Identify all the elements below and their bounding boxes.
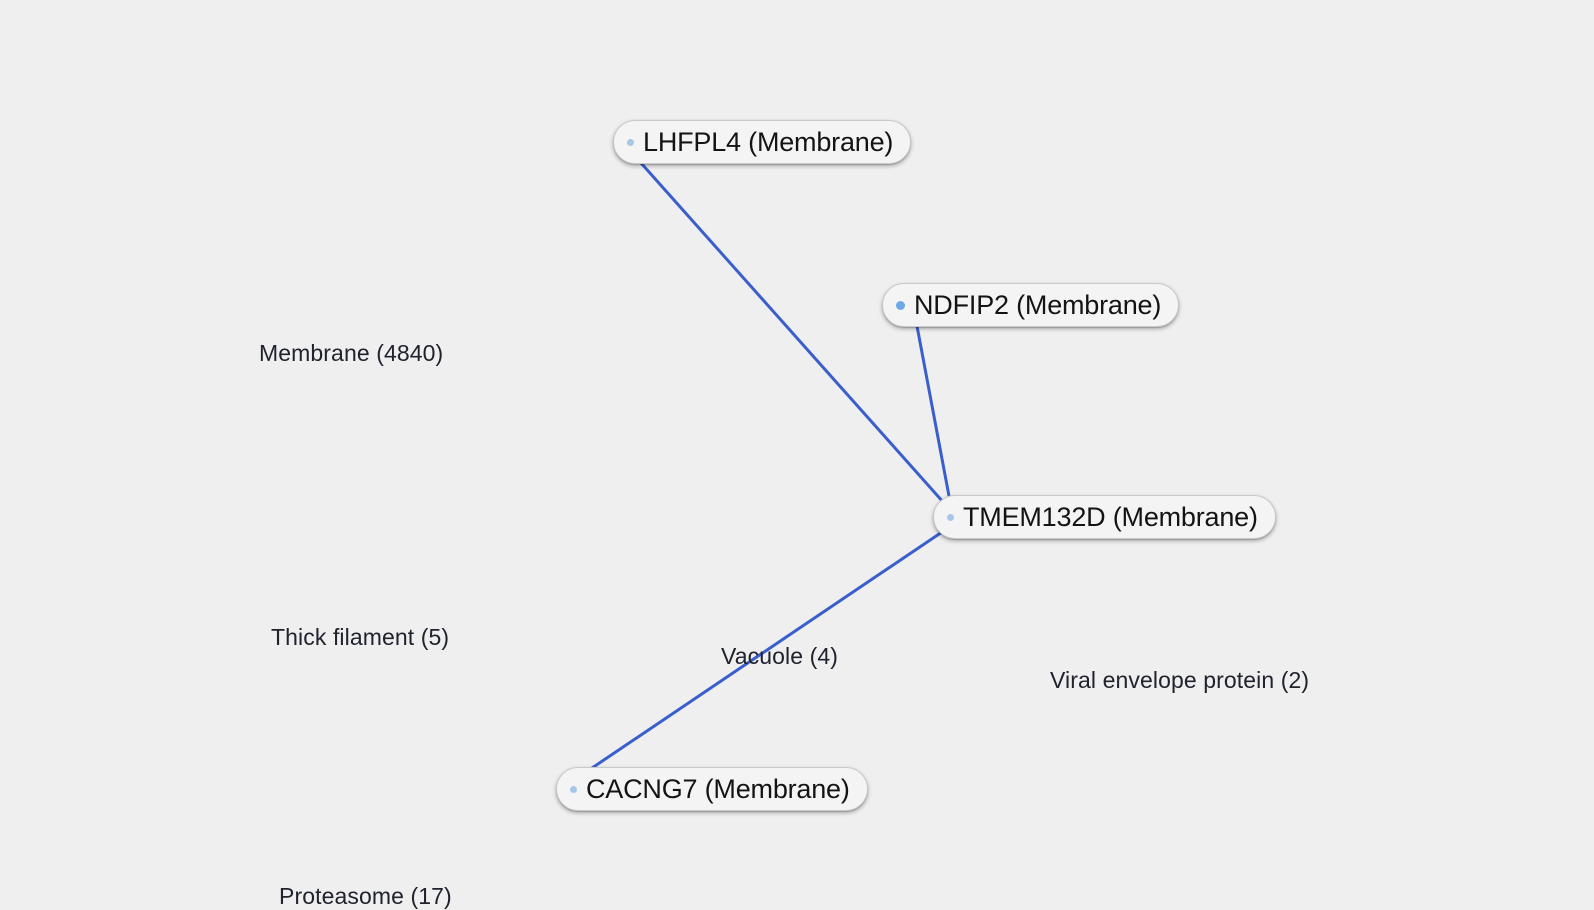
cluster-label-proteasome: Proteasome (17) bbox=[279, 883, 452, 909]
node-label: LHFPL4 (Membrane) bbox=[643, 126, 894, 157]
cluster-label-membrane: Membrane (4840) bbox=[259, 340, 444, 366]
node-label: CACNG7 (Membrane) bbox=[586, 773, 850, 804]
node-marker-dot-icon bbox=[896, 300, 905, 310]
cluster-label-thick-filament: Thick filament (5) bbox=[271, 624, 450, 650]
edge-lhfpl4-tmem132d[interactable] bbox=[639, 161, 954, 514]
node-marker-dot-icon bbox=[947, 513, 954, 521]
cluster-label-viral-envelope: Viral envelope protein (2) bbox=[1050, 667, 1310, 693]
node-label: NDFIP2 (Membrane) bbox=[914, 289, 1162, 320]
node-marker-dot-icon bbox=[570, 785, 577, 793]
edge-cacng7-tmem132d[interactable] bbox=[590, 526, 950, 770]
cluster-label-vacuole: Vacuole (4) bbox=[721, 643, 839, 669]
node-lhfpl4[interactable]: LHFPL4 (Membrane) bbox=[613, 120, 912, 164]
node-tmem132d[interactable]: TMEM132D (Membrane) bbox=[933, 495, 1276, 539]
node-marker-dot-icon bbox=[627, 138, 634, 146]
edge-ndfip2-tmem132d[interactable] bbox=[915, 324, 954, 514]
node-cacng7[interactable]: CACNG7 (Membrane) bbox=[556, 767, 868, 811]
node-ndfip2[interactable]: NDFIP2 (Membrane) bbox=[882, 283, 1180, 327]
node-label: TMEM132D (Membrane) bbox=[963, 501, 1258, 532]
